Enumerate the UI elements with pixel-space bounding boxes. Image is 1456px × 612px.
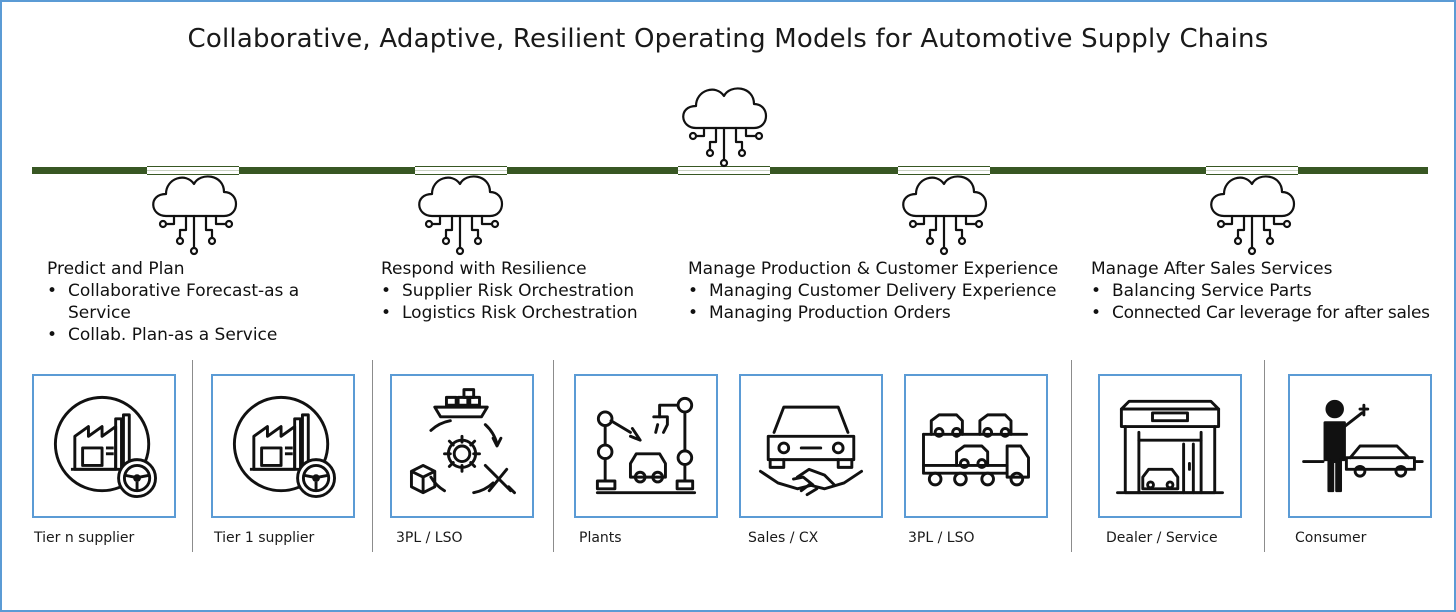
timeline-gap <box>1206 166 1298 175</box>
timeline-gap <box>147 166 239 175</box>
section-title: Respond with Resilience <box>381 259 587 279</box>
person-car-key-icon <box>1302 399 1424 493</box>
timeline-gap <box>415 166 507 175</box>
section-manage-production: Manage Production & Customer Experience … <box>688 258 1068 324</box>
section-bullet: Managing Customer Delivery Experience <box>688 280 1068 302</box>
timeline-gap <box>898 166 990 175</box>
cloud-network-icon <box>894 168 994 258</box>
stage-label: Dealer / Service <box>1106 530 1218 546</box>
stage-divider <box>1264 360 1265 552</box>
section-bullet: Logistics Risk Orchestration <box>381 302 681 324</box>
cloud-network-icon <box>144 168 244 258</box>
stage-label: 3PL / LSO <box>908 530 975 546</box>
section-bullet: Collaborative Forecast-as a Service <box>47 280 337 324</box>
section-title: Manage After Sales Services <box>1091 259 1333 279</box>
cloud-network-icon <box>1202 168 1302 258</box>
stage-box-consumer <box>1288 374 1432 518</box>
stage-divider <box>372 360 373 552</box>
stage-label: 3PL / LSO <box>396 530 463 546</box>
section-title: Predict and Plan <box>47 259 185 279</box>
section-respond-resilience: Respond with Resilience Supplier Risk Or… <box>381 258 681 324</box>
section-predict-plan: Predict and Plan Collaborative Forecast-… <box>47 258 337 346</box>
stage-box-3pl-lso-2 <box>904 374 1048 518</box>
dealership-icon <box>1116 399 1224 495</box>
stage-box-plants <box>574 374 718 518</box>
stage-label: Sales / CX <box>748 530 819 546</box>
section-bullet: Balancing Service Parts <box>1091 280 1453 302</box>
diagram-title: Collaborative, Adaptive, Resilient Opera… <box>187 24 1269 54</box>
section-title: Manage Production & Customer Experience <box>688 259 1059 279</box>
stage-label: Consumer <box>1295 530 1367 546</box>
section-after-sales: Manage After Sales Services Balancing Se… <box>1091 258 1453 324</box>
logistics-cycle-icon <box>409 388 516 495</box>
cloud-network-icon <box>410 168 510 258</box>
stage-box-dealer-service <box>1098 374 1242 518</box>
factory-steering-wheel-icon <box>232 395 336 499</box>
stage-box-3pl-lso <box>390 374 534 518</box>
stage-box-sales-cx <box>739 374 883 518</box>
section-bullet: Supplier Risk Orchestration <box>381 280 681 302</box>
cloud-network-icon <box>674 80 774 170</box>
stage-divider <box>553 360 554 552</box>
stage-divider <box>192 360 193 552</box>
robot-arm-car-icon <box>595 396 697 495</box>
stage-label: Plants <box>579 530 622 546</box>
car-handshake-icon <box>758 405 864 497</box>
stage-divider <box>1071 360 1072 552</box>
section-bullet: Collab. Plan-as a Service <box>47 324 337 346</box>
section-bullet: Managing Production Orders <box>688 302 1068 324</box>
stage-box-tier-1-supplier <box>211 374 355 518</box>
section-bullet: Connected Car leverage for after sales <box>1091 302 1453 324</box>
stage-label: Tier n supplier <box>34 530 135 546</box>
stage-label: Tier 1 supplier <box>214 530 315 546</box>
stage-box-tier-n-supplier <box>32 374 176 518</box>
factory-steering-wheel-icon <box>53 395 157 499</box>
car-carrier-truck-icon <box>922 413 1030 487</box>
